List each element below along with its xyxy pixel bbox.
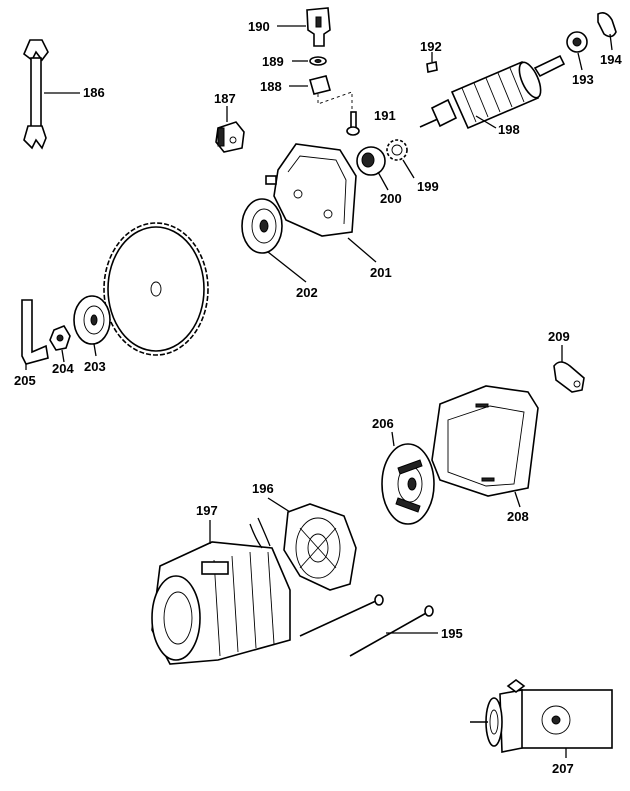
- label-186: 186: [83, 85, 105, 100]
- part-201-gear-housing: [265, 143, 377, 263]
- label-190: 190: [248, 19, 270, 34]
- part-200-ball-bearing: [356, 146, 389, 191]
- part-207-fan: [381, 431, 435, 525]
- label-197: 197: [196, 503, 218, 518]
- part-190-lock-knob: [277, 7, 331, 47]
- label-199: 199: [417, 179, 439, 194]
- label-201: 201: [370, 265, 392, 280]
- label-196: 196: [252, 481, 274, 496]
- part-194-retaining-clip: [597, 12, 617, 51]
- part-187-brush-holder: [215, 106, 245, 153]
- part-203-outer-flange: [73, 295, 111, 357]
- part-208-fan-cover: [431, 385, 539, 508]
- label-209: 209: [548, 329, 570, 344]
- part-204-nut: [49, 325, 71, 363]
- label-200: 200: [380, 191, 402, 206]
- label-194: 194: [600, 52, 622, 67]
- part-205-hex-key: [21, 299, 49, 370]
- label-192: 192: [420, 39, 442, 54]
- label-203: 203: [84, 359, 106, 374]
- label-188: 188: [260, 79, 282, 94]
- part-189-washer: [292, 56, 327, 66]
- part-186-wrench: [23, 39, 80, 150]
- part-199-lock-washer: [386, 139, 415, 179]
- label-198: 198: [498, 122, 520, 137]
- label-187: 187: [214, 91, 236, 106]
- part-197-field-housing: [151, 517, 291, 665]
- part-206-motor-assembly: [470, 679, 613, 758]
- part-193-bearing: [566, 31, 588, 71]
- part-202-inner-flange: [241, 198, 307, 283]
- part-198-armature: [419, 54, 566, 130]
- label-191: 191: [374, 108, 396, 123]
- label-207: 206: [372, 416, 394, 431]
- label-206: 207: [552, 761, 574, 776]
- label-208: 208: [507, 509, 529, 524]
- part-209-cord-clamp: [553, 345, 585, 393]
- part-188-clamp-plate: [289, 75, 353, 112]
- label-202: 202: [296, 285, 318, 300]
- label-204: 204: [52, 361, 74, 376]
- label-195: 195: [441, 626, 463, 641]
- part-192-key: [426, 52, 438, 73]
- part-191-screw: [346, 111, 360, 136]
- saw-blade: [103, 222, 209, 356]
- label-205: 205: [14, 373, 36, 388]
- label-189: 189: [262, 54, 284, 69]
- part-196-end-housing: [267, 497, 357, 591]
- part-195-long-screws: [299, 594, 438, 657]
- label-193: 193: [572, 72, 594, 87]
